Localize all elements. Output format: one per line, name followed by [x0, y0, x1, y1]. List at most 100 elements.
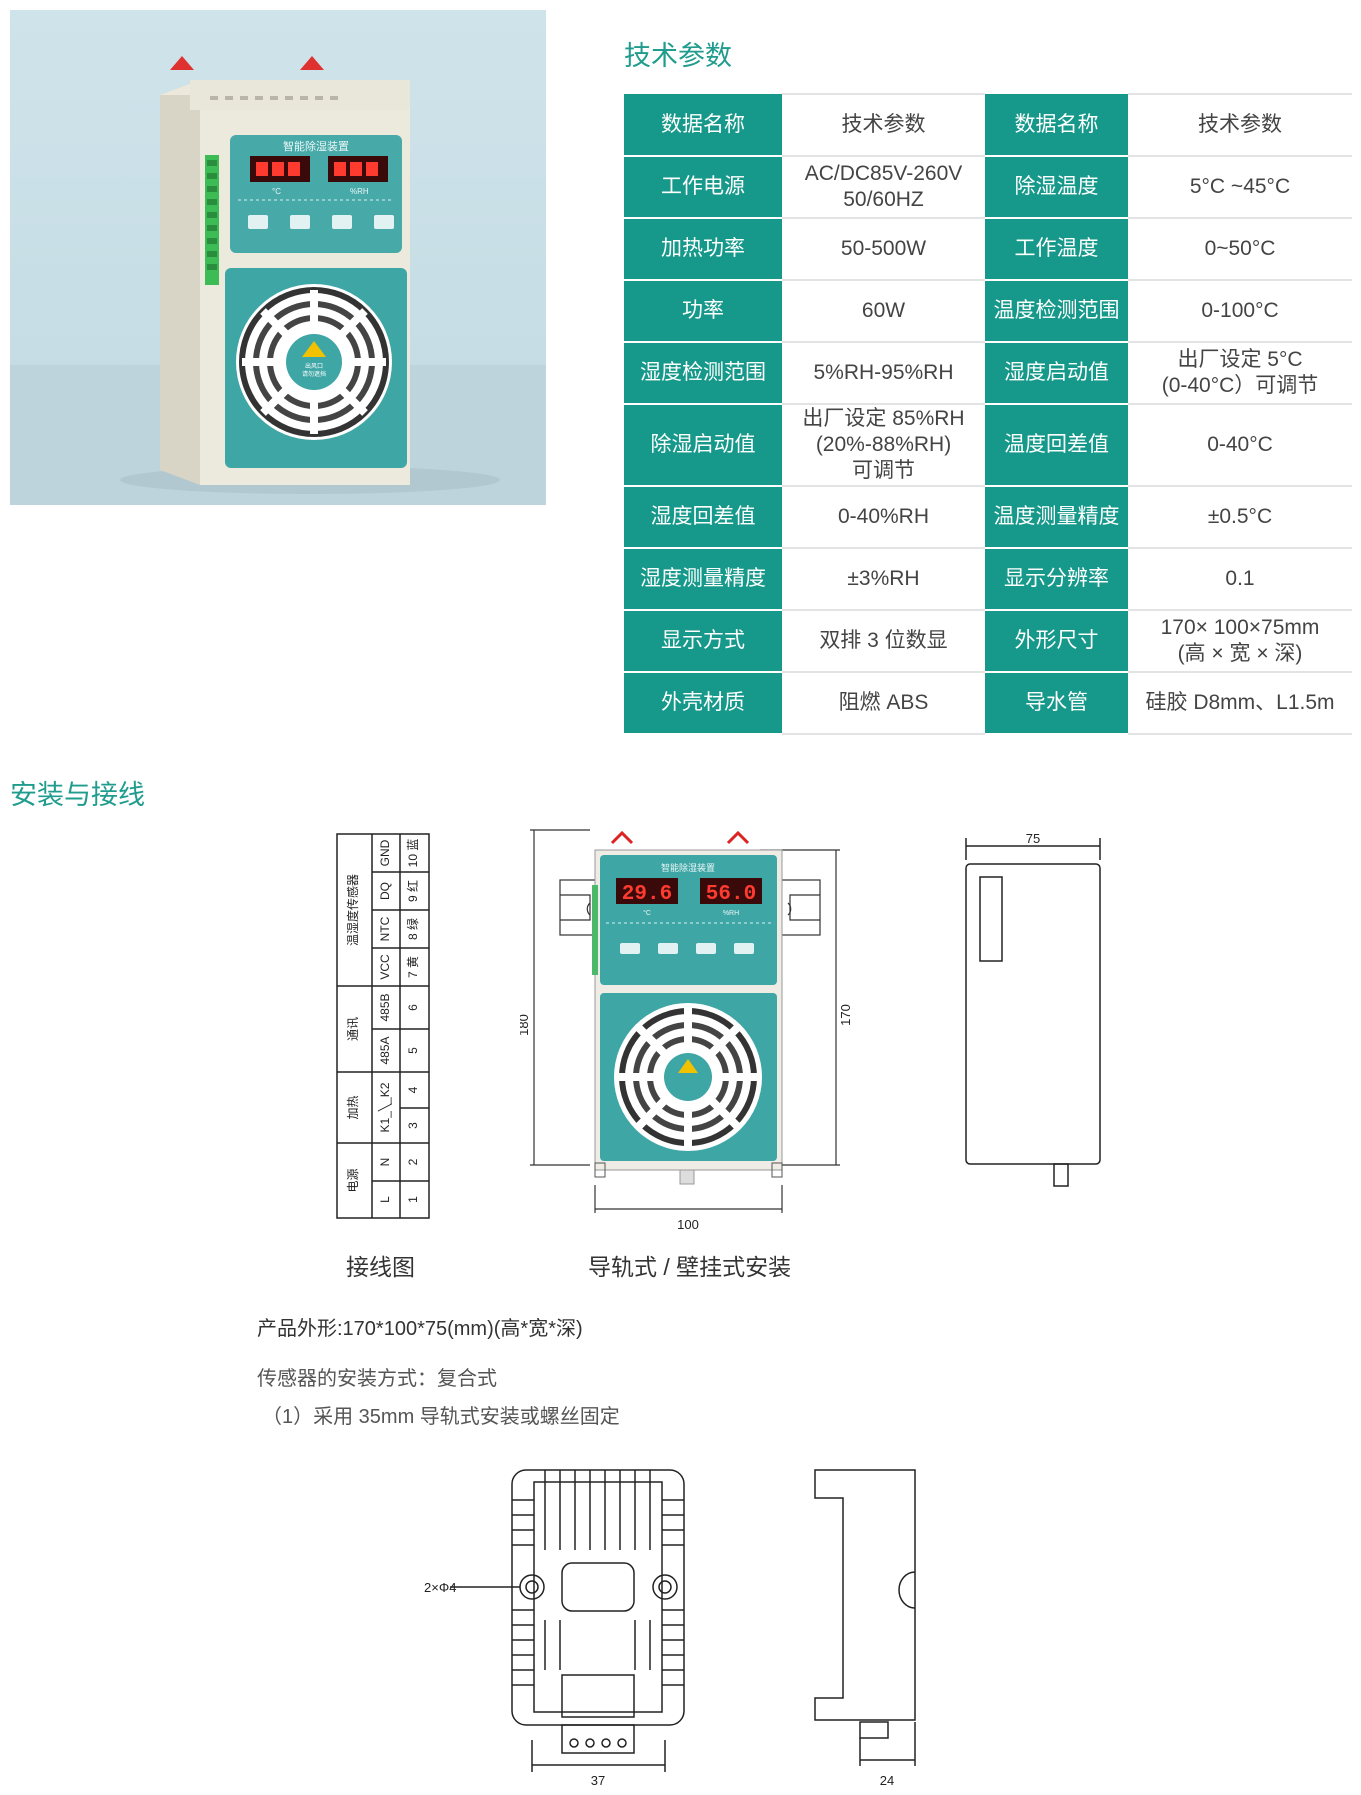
spec-key-cell: 除湿启动值 — [624, 404, 782, 487]
svg-text:请勿遮挡: 请勿遮挡 — [302, 370, 326, 378]
spec-value-cell: 出厂设定 85%RH(20%-88%RH)可调节 — [782, 404, 985, 487]
spec-key-cell: 显示方式 — [624, 610, 782, 673]
note-outline: 产品外形:170*100*75(mm)(高*宽*深) — [257, 1318, 583, 1340]
panel-unit-rh: %RH — [350, 187, 369, 196]
wiring-signal-label: DQ — [378, 882, 392, 900]
front-view-caption: 导轨式 / 壁挂式安装 — [588, 1254, 792, 1280]
spec-key-cell: 温度回差值 — [985, 404, 1128, 487]
wiring-signal-label: NTC — [378, 916, 392, 941]
spec-key-cell: 数据名称 — [985, 94, 1128, 157]
spec-key-cell: 数据名称 — [624, 94, 782, 157]
sensor-dim-depth: 24 — [880, 1773, 894, 1788]
sensor-dim-width: 37 — [591, 1773, 605, 1788]
wiring-terminal-label: 4 — [406, 1086, 420, 1093]
wiring-terminal-label: 9 红 — [405, 880, 420, 902]
spec-key-cell: 湿度检测范围 — [624, 342, 782, 405]
wiring-terminal-label: 2 — [406, 1158, 420, 1165]
spec-value-cell: 60W — [782, 280, 985, 343]
spec-key-cell: 导水管 — [985, 672, 1128, 735]
spec-key-cell: 湿度回差值 — [624, 486, 782, 549]
spec-value-cell: 170× 100×75mm(高 × 宽 × 深) — [1128, 610, 1352, 673]
spec-value-cell: 技术参数 — [782, 93, 985, 157]
panel-unit-temp: °C — [272, 187, 281, 196]
spec-key-cell: 工作电源 — [624, 156, 782, 219]
svg-text:出风口: 出风口 — [305, 362, 323, 370]
wiring-terminal-label: 3 — [406, 1122, 420, 1129]
spec-key-cell: 显示分辨率 — [985, 548, 1128, 611]
spec-value-cell: ±0.5°C — [1128, 486, 1352, 549]
spec-value-cell: 0.1 — [1128, 548, 1352, 611]
note-sensor-mount: 传感器的安装方式：复合式 — [257, 1368, 497, 1390]
spec-key-cell: 工作温度 — [985, 218, 1128, 281]
spec-key-cell: 外壳材质 — [624, 672, 782, 735]
spec-key-cell: 湿度启动值 — [985, 342, 1128, 405]
spec-key-cell: 湿度测量精度 — [624, 548, 782, 611]
wiring-terminal-label: 6 — [406, 1004, 420, 1011]
section-title-tech: 技术参数 — [624, 41, 732, 71]
note-mount-method: （1）采用 35mm 导轨式安装或螺丝固定 — [262, 1406, 620, 1428]
drawing-unit-rh: %RH — [723, 910, 739, 917]
product-photo-illustration: 智能除湿装置 °C %RH 出风口 请勿遮挡 — [10, 56, 546, 505]
wiring-signal-label: L — [378, 1196, 392, 1203]
spec-value-cell: 双排 3 位数显 — [782, 610, 985, 673]
spec-value-cell: 阻燃 ABS — [782, 672, 985, 735]
dim-body-height: 170 — [838, 1004, 850, 1026]
spec-value-cell: 50-500W — [782, 218, 985, 281]
sensor-drawing: 2×Φ4 37 24 — [420, 1460, 960, 1790]
spec-key-cell: 除湿温度 — [985, 156, 1128, 219]
wiring-terminal-label: 1 — [406, 1196, 420, 1203]
drawing-panel-title: 智能除湿装置 — [661, 862, 715, 873]
spec-value-cell: 0-40%RH — [782, 486, 985, 549]
panel-set-button — [248, 215, 268, 229]
spec-key-cell: 功率 — [624, 280, 782, 343]
section-title-install: 安装与接线 — [10, 780, 145, 810]
wiring-group-label: 温湿度传感器 — [345, 874, 360, 946]
spec-key-cell: 外形尺寸 — [985, 610, 1128, 673]
wiring-group-label: 电源 — [346, 1168, 360, 1192]
dim-depth: 75 — [1026, 832, 1040, 846]
fan-icon: 出风口 请勿遮挡 — [236, 284, 392, 440]
wiring-signal-label: 485B — [378, 993, 392, 1021]
wiring-terminal-label: 8 绿 — [405, 918, 420, 940]
display-rh: 56.0 — [706, 883, 756, 906]
spec-value-cell: ±3%RH — [782, 548, 985, 611]
wiring-signal-label: N — [378, 1158, 392, 1167]
spec-value-cell: 硅胶 D8mm、L1.5m — [1128, 672, 1352, 735]
display-temp: 29.6 — [622, 883, 672, 906]
spec-value-cell: 0-40°C — [1128, 404, 1352, 487]
wiring-signal-label: 485A — [378, 1036, 392, 1064]
wiring-terminal-label: 5 — [406, 1047, 420, 1054]
wiring-signal-label: VCC — [378, 954, 392, 980]
spec-value-cell: 5°C ~45°C — [1128, 156, 1352, 219]
spec-value-cell: 5%RH-95%RH — [782, 342, 985, 405]
wiring-group-label: 通讯 — [346, 1017, 360, 1041]
wiring-group-label: 加热 — [346, 1095, 360, 1119]
dim-width: 100 — [677, 1217, 699, 1232]
spec-value-cell: 技术参数 — [1128, 93, 1352, 157]
spec-key-cell: 温度测量精度 — [985, 486, 1128, 549]
side-view-drawing: 75 — [960, 831, 1110, 1192]
spec-value-cell: 0~50°C — [1128, 218, 1352, 281]
spec-key-cell: 温度检测范围 — [985, 280, 1128, 343]
wiring-terminal-label: 10 蓝 — [406, 839, 420, 868]
dim-total-height: 180 — [520, 1014, 531, 1036]
spec-key-cell: 加热功率 — [624, 218, 782, 281]
panel-enter-button — [374, 215, 394, 229]
spec-value-cell: 出厂设定 5°C(0-40°C）可调节 — [1128, 342, 1352, 405]
spec-row: 数据名称技术参数数据名称技术参数 — [624, 93, 1352, 157]
panel-title: 智能除湿装置 — [283, 139, 349, 153]
front-view-drawing: 智能除湿装置 29.6 56.0 °C %RH — [516, 825, 853, 1235]
drawing-fan-icon — [614, 1003, 762, 1151]
wiring-terminal-label: 7 黄 — [406, 956, 420, 978]
